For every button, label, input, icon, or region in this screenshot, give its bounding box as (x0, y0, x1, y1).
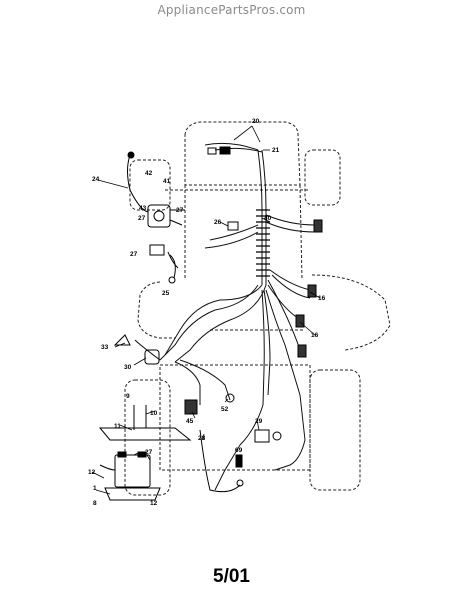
callout-label: 16 (318, 295, 326, 302)
callout-label: 24 (92, 176, 100, 183)
callout-label: 33 (101, 344, 109, 351)
callout-labels: 20 21 24 42 41 43 27 27 27 25 26 40 16 1… (88, 118, 326, 507)
callout-label: 27 (145, 449, 153, 456)
callout-label: 41 (163, 178, 171, 185)
callout-label: 11 (114, 423, 121, 430)
callout-label: 42 (145, 170, 153, 177)
components (98, 146, 323, 501)
callout-label: 9 (126, 393, 130, 400)
coiled-harness (256, 209, 270, 277)
callout-label: 12 (150, 500, 158, 507)
callout-label: 16 (311, 332, 319, 339)
callout-label: 40 (264, 215, 272, 222)
callout-label: 43 (139, 205, 147, 212)
callout-label: 30 (124, 364, 132, 371)
callout-label: 69 (235, 447, 243, 454)
callout-label: 21 (272, 147, 280, 154)
callout-label: 25 (162, 290, 170, 297)
callout-label: 1 (93, 485, 97, 492)
callout-label: 29 (255, 418, 263, 425)
watermark-text: AppliancePartsPros.com (157, 3, 306, 17)
callout-label: 27 (130, 251, 138, 258)
footer-date: 5/01 (213, 566, 250, 587)
callout-label: 26 (214, 219, 222, 226)
wire-harness (134, 142, 316, 491)
callout-label: 27 (138, 215, 146, 222)
callout-label: 28 (198, 435, 206, 442)
tractor-outline (124, 121, 391, 496)
leader-lines (91, 125, 321, 495)
callout-label: 52 (221, 406, 229, 413)
callout-label: 12 (88, 469, 96, 476)
callout-label: 10 (150, 410, 158, 417)
callout-label: 27 (176, 207, 184, 214)
callout-label: 8 (93, 500, 97, 507)
callout-label: 20 (252, 118, 260, 125)
callout-label: 45 (186, 418, 194, 425)
